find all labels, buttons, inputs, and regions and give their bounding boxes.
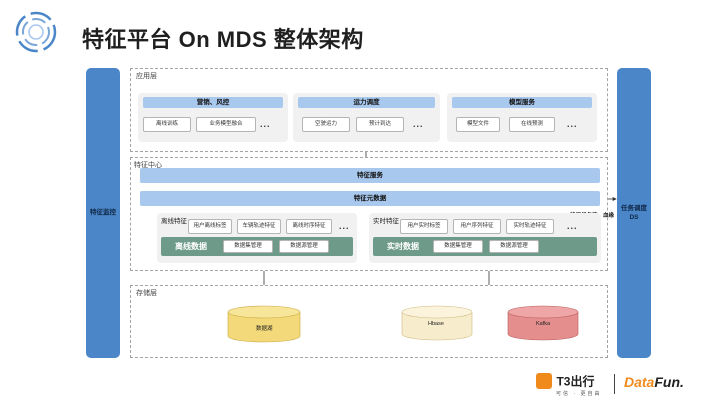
- app-item: 模型文件: [456, 117, 500, 132]
- data-lake-label: 数据湖: [256, 326, 273, 332]
- more-dots: ...: [567, 119, 578, 129]
- app-item: 离线训练: [143, 117, 191, 132]
- datafun-logo: DataFun.: [624, 374, 684, 390]
- feature-metadata-band: 特征元数据: [140, 191, 600, 206]
- realtime-feature-title: 实时特征: [373, 218, 399, 225]
- realtime-feature-item: 用户序列特征: [453, 219, 501, 234]
- app-item: 在线预测: [509, 117, 555, 132]
- kafka-cylinder: [507, 305, 579, 341]
- more-dots: ...: [567, 221, 578, 231]
- offline-data-item: 数据源管理: [279, 240, 329, 253]
- page-title: 特征平台 On MDS 整体架构: [82, 27, 364, 52]
- realtime-data-bar: 实时数据 数据集管理 数据源管理: [373, 237, 597, 256]
- realtime-feature-item: 实时轨迹特征: [506, 219, 554, 234]
- offline-feature-item: 用户离线标签: [188, 219, 232, 234]
- scheduler-label-line1: 任务调度: [621, 205, 647, 212]
- monitoring-label: 特征监控: [90, 209, 116, 216]
- logo-ring-icon: [15, 11, 57, 53]
- feature-service-band: 特征服务: [140, 168, 600, 183]
- offline-feature-item: 车辆轨迹特征: [237, 219, 281, 234]
- offline-feature-section: 离线特征 用户离线标签 车辆轨迹特征 离线时序特征 ... 离线数据 数据集管理…: [157, 213, 357, 263]
- monitoring-bar: [86, 68, 120, 358]
- realtime-data-item: 数据集管理: [433, 240, 483, 253]
- t3-slogan: 可信 · 更自由: [556, 391, 602, 397]
- realtime-data-label: 实时数据: [387, 242, 419, 251]
- offline-feature-title: 离线特征: [161, 218, 187, 225]
- realtime-feature-item: 用户实时标签: [400, 219, 448, 234]
- t3-mark-icon: [536, 372, 552, 389]
- app-group-header: 运力调度: [298, 97, 435, 108]
- offline-data-label: 离线数据: [175, 242, 207, 251]
- application-layer-title: 应用层: [136, 73, 157, 80]
- footer-divider: [614, 374, 615, 394]
- more-dots: ...: [339, 221, 350, 231]
- app-group-marketing: 营销、风控 离线训练 业务模型融合 ...: [138, 93, 288, 142]
- offline-feature-item: 离线时序特征: [286, 219, 332, 234]
- t3-logo: T3出行 可信 · 更自由: [536, 372, 601, 397]
- app-item: 业务模型融合: [196, 117, 256, 132]
- hbase-cylinder: [401, 305, 473, 341]
- more-dots: ...: [260, 119, 271, 129]
- app-group-model-service: 模型服务 模型文件 在线预测 ...: [447, 93, 597, 142]
- datafun-suffix: Fun.: [654, 374, 684, 390]
- kafka-label: Kafka: [536, 321, 551, 327]
- app-item: 空驶运力: [302, 117, 350, 132]
- realtime-feature-section: 实时特征 用户实时标签 用户序列特征 实时轨迹特征 ... 实时数据 数据集管理…: [369, 213, 601, 263]
- app-group-header: 模型服务: [452, 97, 592, 108]
- datafun-prefix: Data: [624, 374, 655, 390]
- app-group-header: 营销、风控: [143, 97, 283, 108]
- data-lake-cylinder: [227, 305, 301, 343]
- more-dots: ...: [413, 119, 424, 129]
- storage-layer-title: 存储层: [136, 290, 157, 297]
- scheduler-bar: [617, 68, 651, 358]
- offline-data-item: 数据集管理: [223, 240, 273, 253]
- app-group-dispatch: 运力调度 空驶运力 预计到达 ...: [293, 93, 440, 142]
- hbase-label: Hbase: [428, 321, 444, 327]
- offline-data-bar: 离线数据 数据集管理 数据源管理: [161, 237, 353, 256]
- scheduler-label-line2: DS: [629, 214, 639, 221]
- feature-center-title: 特征中心: [134, 162, 162, 169]
- app-item: 预计到达: [356, 117, 404, 132]
- t3-brand: T3出行: [556, 374, 595, 389]
- realtime-data-item: 数据源管理: [489, 240, 539, 253]
